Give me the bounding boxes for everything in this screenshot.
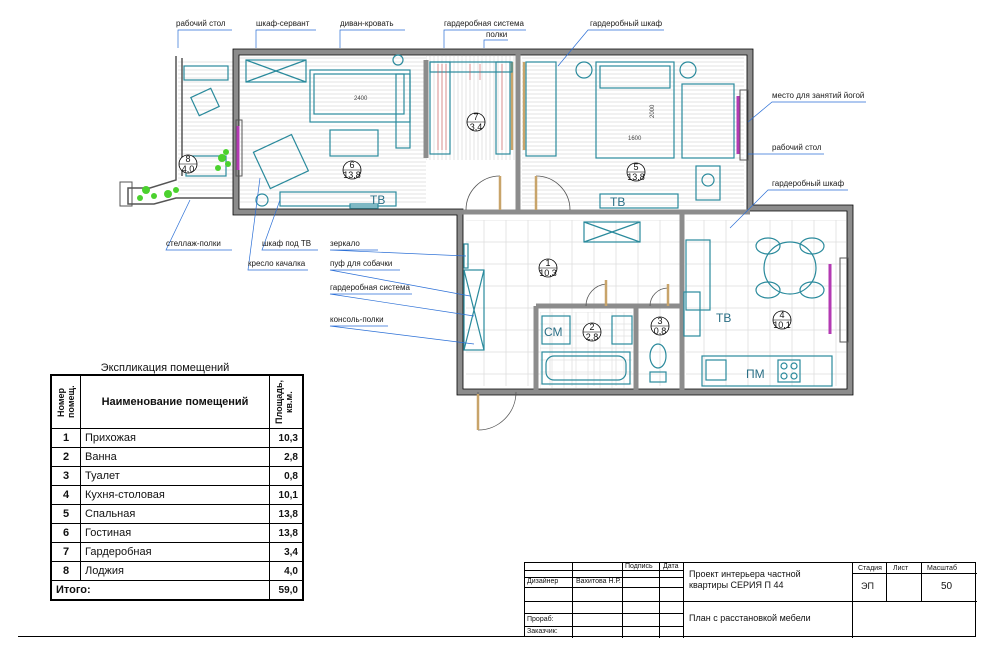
dining-table: [763, 241, 817, 295]
yoga-mat: [681, 83, 735, 159]
stage-value: ЭП: [861, 581, 874, 591]
project-title: Проект интерьера частной квартиры СЕРИЯ …: [689, 569, 801, 590]
total-value: 59,0: [269, 580, 304, 601]
room-4-area: 10,1: [773, 320, 791, 330]
wardrobe-floor: [426, 56, 516, 160]
tv-cabinet-bedroom: [599, 193, 679, 209]
room-2-no: 2: [589, 322, 594, 332]
scale-label: Масштаб: [927, 565, 957, 572]
explication-table: Номер помещ. Наименование помещений Площ…: [50, 374, 304, 601]
walls: [233, 49, 853, 395]
room-1-no: 1: [545, 258, 550, 268]
shelves: [429, 61, 513, 73]
desk-loggia: [183, 65, 229, 81]
callout-wardrobe-bedroom: гардеробный шкаф: [590, 19, 662, 28]
coffee-table: [329, 129, 379, 157]
washer-label: СМ: [544, 325, 563, 339]
designer-label: Дизайнер: [527, 578, 559, 585]
bed: [595, 61, 675, 159]
callout-dog-pouf: пуф для собачки: [330, 259, 392, 268]
bed-length-dim: 2000: [650, 104, 656, 118]
sofa-dim: 2400: [354, 96, 368, 102]
room-3-area: 0,8: [654, 326, 667, 336]
room-5-no: 5: [633, 162, 638, 172]
callout-wardrobe-hall: гардеробный шкаф: [772, 179, 844, 188]
title-block: Подпись Дата Дизайнер Вахитова Н.Р. Прор…: [524, 562, 977, 638]
room-8-area: 4,0: [182, 164, 195, 174]
room-7-area: 3,4: [470, 122, 483, 132]
callout-shelves: полки: [486, 30, 507, 39]
callout-desk-bedroom: рабочий стол: [772, 143, 822, 152]
room-1-area: 10,3: [539, 268, 557, 278]
callout-console: консоль-полки: [330, 315, 384, 324]
total-label: Итого:: [50, 580, 270, 601]
room-4-no: 4: [779, 310, 784, 320]
dishwasher-label: ПМ: [746, 367, 765, 381]
room-3-no: 3: [657, 316, 662, 326]
room-5-area: 13,8: [627, 172, 645, 182]
callout-entry-wardrobe: гардеробная система: [330, 283, 410, 292]
callout-rocking-chair: кресло качалка: [248, 259, 306, 268]
callout-desk-loggia: рабочий стол: [176, 19, 226, 28]
col-room-no: Номер помещ.: [50, 374, 81, 429]
desk-bedroom: [695, 165, 721, 201]
room-7-no: 7: [473, 112, 478, 122]
bath-floor: [540, 312, 632, 388]
callout-wardrobe-system: гардеробная система: [444, 19, 524, 28]
tv-label-living: ТВ: [370, 193, 385, 207]
room-6-no: 6: [349, 160, 354, 170]
bedroom-floor: [522, 56, 744, 206]
prorab-label: Прораб:: [527, 616, 554, 623]
callout-mirror: зеркало: [330, 239, 360, 248]
kitchen-floor: [686, 220, 846, 386]
callout-sideboard: шкаф-сервант: [256, 19, 310, 28]
bathtub: [541, 351, 631, 385]
total-row: Итого: 59,0: [50, 580, 304, 601]
callout-yoga: место для занятий йогой: [772, 91, 864, 100]
callout-sofa-bed: диван-кровать: [340, 19, 394, 28]
sheet-title: План с расстановкой мебели: [689, 613, 811, 623]
plants: [137, 149, 231, 201]
room-8-no: 8: [185, 154, 190, 164]
tv-label-kitchen: ТВ: [716, 311, 731, 325]
col-room-name: Наименование помещений: [80, 374, 270, 429]
client-label: Заказчик:: [527, 628, 558, 635]
designer-name: Вахитова Н.Р.: [576, 578, 621, 585]
col-sign: Подпись: [625, 563, 653, 570]
tv-label-bedroom: ТВ: [610, 195, 625, 209]
wardrobe-bedroom: [525, 61, 557, 157]
scale-value: 50: [941, 581, 953, 592]
col-date: Дата: [663, 563, 679, 570]
kitchen-counter: [701, 355, 833, 387]
bed-width-dim: 1600: [628, 136, 642, 142]
tv-cabinet-living: [279, 191, 397, 207]
loggia-floor: [178, 60, 234, 200]
explication-title: Экспликация помещений: [100, 362, 230, 374]
callout-shelving: стеллаж-полки: [166, 239, 221, 248]
washing-machine: [541, 315, 571, 345]
entry-wardrobe: [463, 269, 485, 351]
stage-label: Стадия: [858, 565, 882, 572]
room-6-area: 13,8: [343, 170, 361, 180]
callout-tv-cabinet: шкаф под ТВ: [262, 239, 311, 248]
sheet-label: Лист: [893, 565, 909, 572]
col-room-area: Площадь, кв.м.: [269, 374, 304, 429]
room-2-area: 2,8: [586, 332, 599, 342]
frame-line: [18, 636, 976, 637]
sideboard: [245, 59, 307, 83]
